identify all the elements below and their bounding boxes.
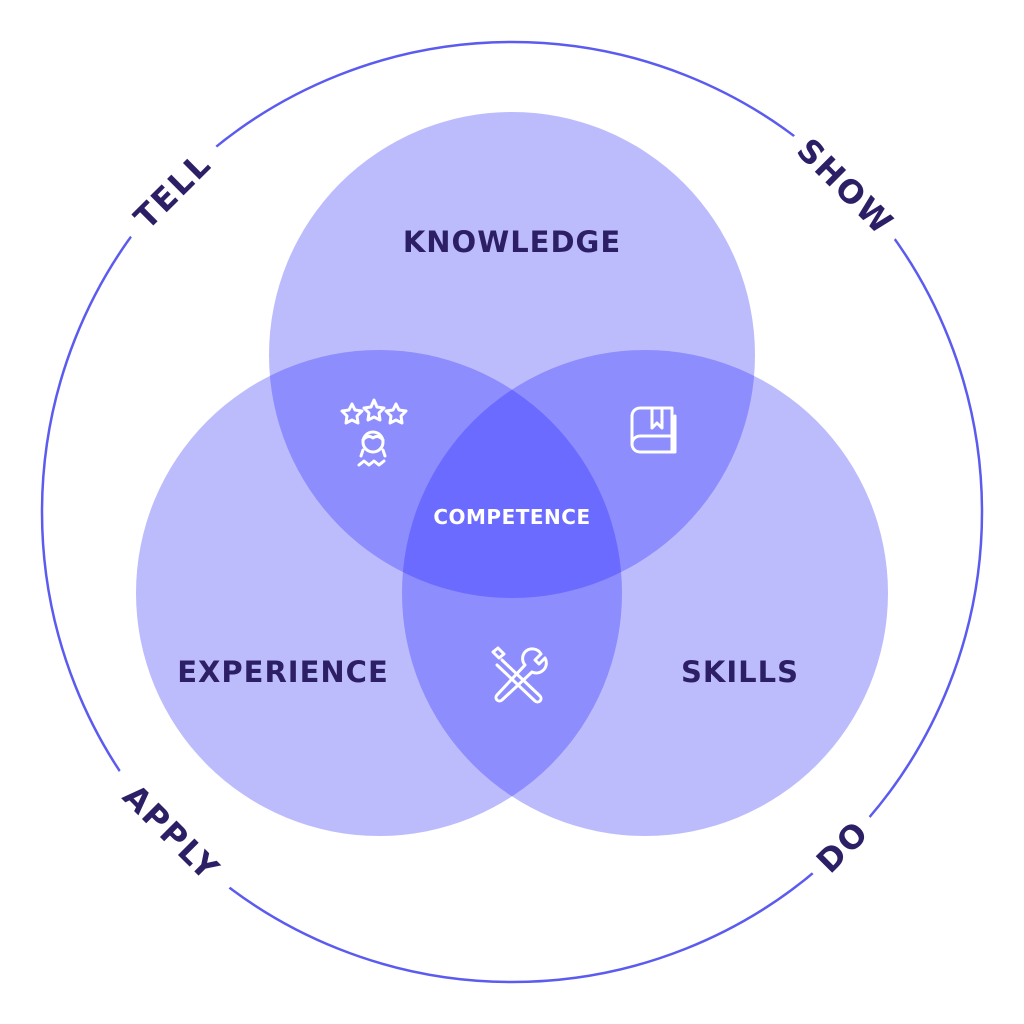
svg-text:SHOW: SHOW bbox=[789, 131, 901, 243]
outer-label-tell: TELL bbox=[109, 127, 235, 253]
competence-overlap bbox=[402, 350, 622, 598]
book-icon bbox=[630, 406, 677, 454]
svg-text:APPLY: APPLY bbox=[115, 777, 227, 889]
experience-label: EXPERIENCE bbox=[177, 655, 389, 689]
knowledge-label: KNOWLEDGE bbox=[403, 225, 621, 259]
outer-ring bbox=[40, 40, 984, 984]
skills-label: SKILLS bbox=[681, 655, 799, 689]
tools-icon bbox=[491, 646, 548, 704]
competence-label: COMPETENCE bbox=[433, 505, 590, 529]
outer-label-show: SHOW bbox=[776, 116, 916, 256]
outer-label-do: DO bbox=[795, 799, 889, 893]
star-rating-person-icon bbox=[340, 398, 408, 467]
